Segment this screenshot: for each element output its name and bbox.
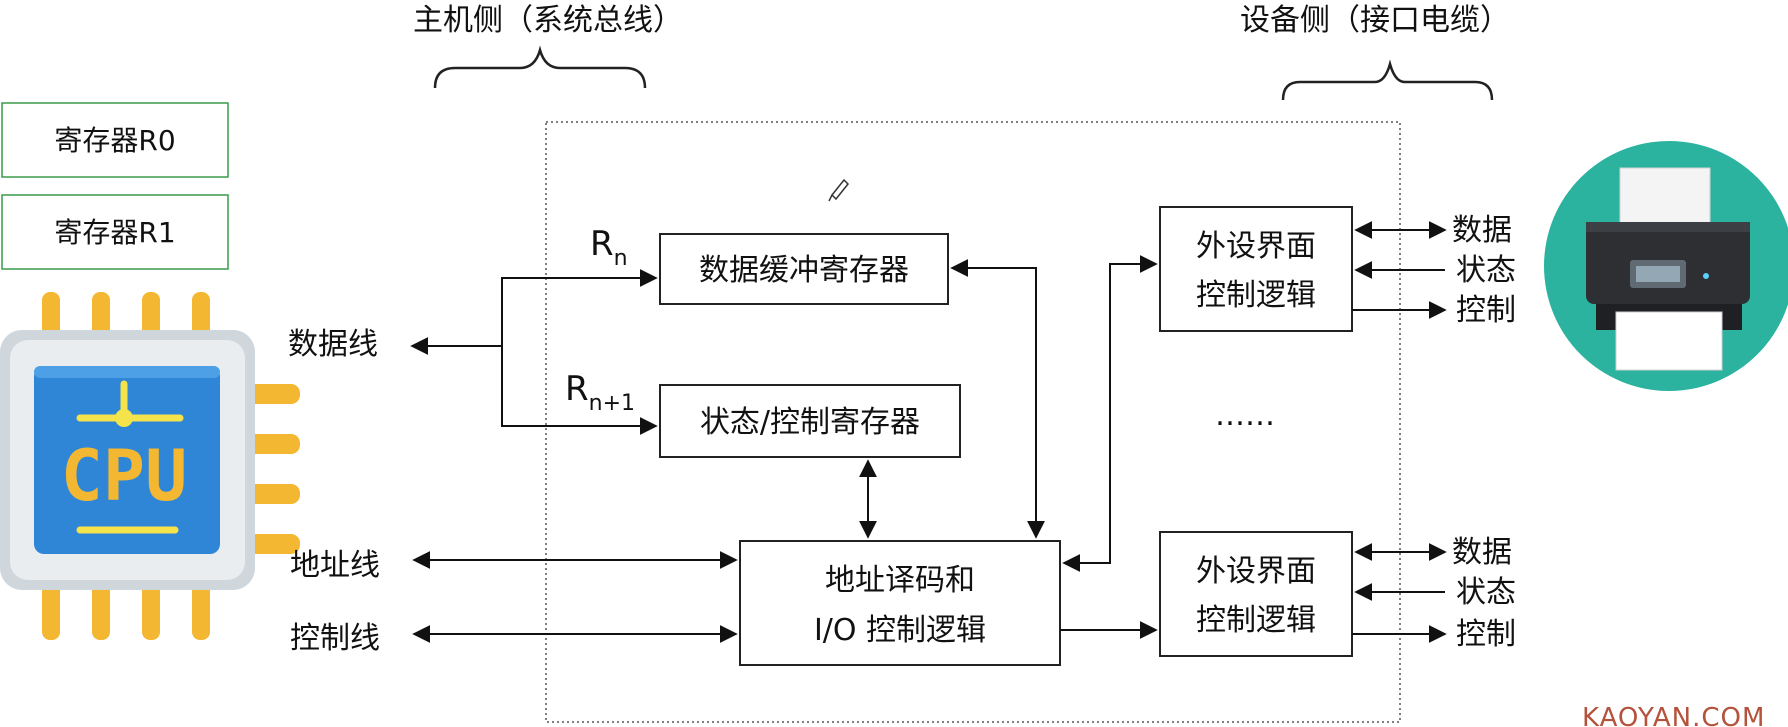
device-top-data-label: 数据: [1452, 213, 1512, 248]
rn1-label: Rn+1: [565, 369, 635, 416]
host-side-header: 主机侧（系统总线）: [413, 3, 683, 38]
decode-peripheral1-arrow: [1062, 255, 1158, 572]
data-buffer-register-label: 数据缓冲寄存器: [699, 253, 909, 288]
device-side-brace: [1281, 59, 1494, 101]
host-side-brace: [433, 45, 647, 89]
rn-label: Rn: [590, 224, 628, 271]
register-r0-box: [1, 102, 229, 178]
device-top-control-label: 控制: [1456, 293, 1516, 328]
interface-boundary: [545, 121, 1401, 723]
data-buffer-register-box: [659, 233, 949, 305]
peripheral-interface-2-line1: 外设界面: [1196, 554, 1316, 589]
status-control-register-label: 状态/控制寄存器: [700, 405, 920, 440]
device-signals-bottom: [1352, 543, 1447, 643]
peripheral-interface-box-1: [1159, 206, 1353, 332]
control-line-label: 控制线: [290, 621, 380, 656]
peripheral-interface-1-line2: 控制逻辑: [1196, 278, 1316, 313]
device-side-header: 设备侧（接口电缆）: [1240, 3, 1510, 38]
address-decode-label-line2: I/O 控制逻辑: [814, 613, 986, 648]
register-r1-box: [1, 194, 229, 270]
status-control-register-box: [659, 384, 961, 458]
data-bus-connectors: [410, 269, 658, 435]
peripheral-interface-2-line2: 控制逻辑: [1196, 603, 1316, 638]
device-bottom-data-label: 数据: [1452, 535, 1512, 570]
address-line-label: 地址线: [290, 548, 380, 583]
register-r0-label: 寄存器R0: [54, 124, 175, 157]
address-decode-label-line1: 地址译码和: [825, 563, 975, 598]
device-top-status-label: 状态: [1456, 253, 1516, 288]
cpu-label: CPU: [61, 435, 187, 517]
pencil-cursor-icon: [828, 178, 850, 202]
device-bottom-status-label: 状态: [1456, 575, 1516, 610]
register-r1-label: 寄存器R1: [54, 216, 175, 249]
peripheral-interface-box-2: [1159, 531, 1353, 657]
peripheral-interface-1-line1: 外设界面: [1196, 229, 1316, 264]
ellipsis: ……: [1215, 398, 1275, 433]
watermark: KAOYAN.COM: [1582, 703, 1765, 727]
printer-icon: [1544, 141, 1788, 391]
cpu-chip-icon: [0, 292, 300, 640]
data-line-label: 数据线: [288, 327, 378, 362]
device-bottom-control-label: 控制: [1456, 617, 1516, 652]
address-decode-io-control-box: [739, 540, 1061, 666]
device-signals-top: [1352, 221, 1447, 319]
buffer-decode-arrow: [950, 259, 1045, 539]
